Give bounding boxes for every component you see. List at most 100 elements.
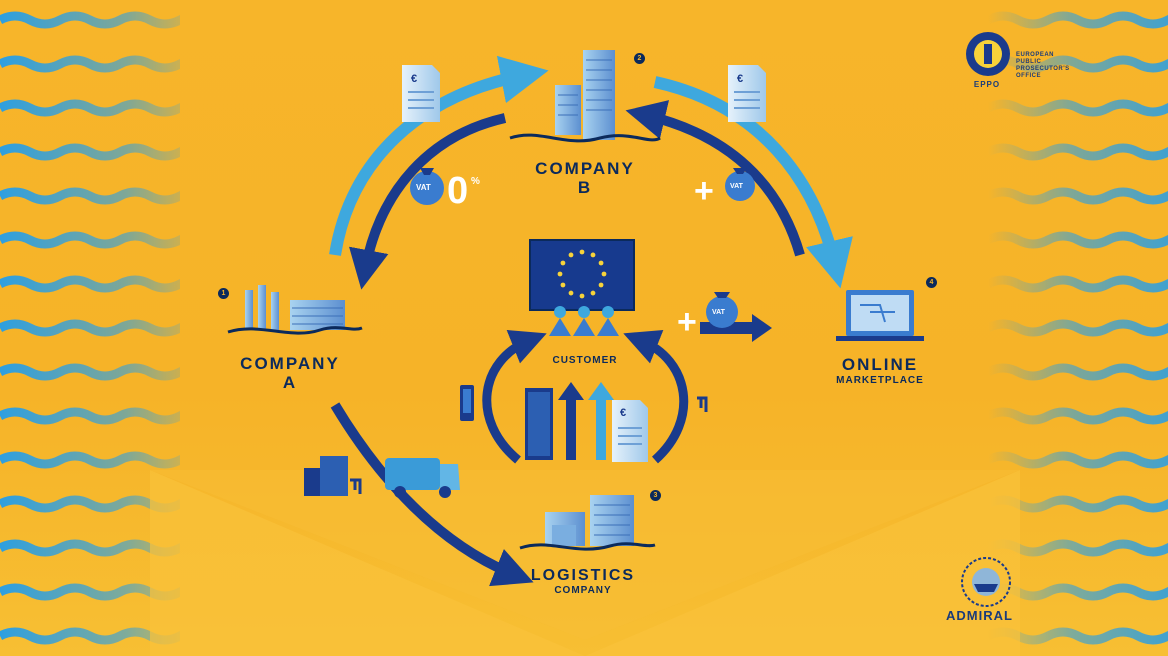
eppo-abbr: EPPO [973,80,1001,89]
eppo-logo: EPPO EUROPEAN PUBLIC PROSECUTOR'S OFFICE [960,30,1100,100]
eu-star [598,282,604,288]
wave-stripe [988,627,1168,645]
arrow-a-to-logistics [330,402,534,587]
wave-stripe [0,231,180,249]
svg-text:€: € [411,73,417,85]
svg-text:0: 0 [447,170,468,212]
arrow-b-to-a [349,113,507,290]
wave-stripe [988,143,1168,161]
wave-stripe [988,11,1168,29]
invoice-document-left: € [402,65,440,122]
eu-star [557,271,563,277]
label-customer: CUSTOMER [552,355,618,366]
laptop-icon [836,290,924,341]
arrow-b-to-marketplace [653,76,853,289]
eu-flag [529,239,635,311]
admiral-emblem-icon [961,557,1011,607]
wave-stripe [988,539,1168,557]
wave-stripe [0,55,180,73]
vat-bag-zero: VAT 0 % [410,168,480,212]
label-company-a: COMPANY A [225,354,355,392]
boxes-icon-truck [304,456,362,496]
arrow-inner-right [623,329,689,464]
eu-star [590,252,596,258]
eu-star [579,293,585,299]
arrow-a-to-b [329,55,549,256]
label-logistics-company: LOGISTICS COMPANY [518,567,648,596]
invoice-document-right: € [728,65,766,122]
eu-star [601,271,607,277]
svg-text:€: € [620,407,626,419]
wave-stripe [0,99,180,117]
svg-text:VAT: VAT [730,183,744,190]
vat-bag-plus-arrow: + VAT [677,292,772,342]
step-number-3: 3 [650,490,661,501]
customer-people-icon [549,306,619,336]
wave-stripe [0,143,180,161]
eu-star [598,260,604,266]
company-b-line2: B [577,177,593,197]
wave-stripe [988,55,1168,73]
wave-stripe [0,407,180,425]
svg-text:€: € [737,73,743,85]
svg-text:VAT: VAT [416,183,431,192]
admiral-logo: ADMIRAL [938,556,1038,636]
eppo-text: EUROPEAN PUBLIC PROSECUTOR'S OFFICE [1016,52,1070,79]
wave-stripe [0,275,180,293]
online-marketplace-line2: MARKETPLACE [836,374,924,386]
online-marketplace-line1: ONLINE [841,355,919,374]
truck-icon [385,458,460,498]
wave-stripe [988,319,1168,337]
step-number-2: 2 [634,53,645,64]
svg-text:VAT: VAT [712,309,726,316]
step-number-4: 4 [926,277,937,288]
admiral-text: ADMIRAL [946,608,1013,623]
wave-stripe [0,11,180,29]
company-b-line1: COMPANY [535,159,635,178]
wave-stripe [0,451,180,469]
company-a-line2: A [282,372,298,392]
boxes-icon-center [525,388,553,460]
wave-stripe [988,451,1168,469]
logistics-line2: COMPANY [554,584,612,596]
eu-star [568,252,574,258]
svg-text:+: + [694,172,714,210]
wave-stripe [0,319,180,337]
eu-star [560,260,566,266]
logistics-building [519,495,656,551]
svg-text:+: + [677,303,697,341]
wave-stripe [0,363,180,381]
company-a-factory [227,285,363,335]
step-number-1: 1 [218,288,229,299]
wave-stripe [988,187,1168,205]
wave-stripe [988,495,1168,513]
label-online-marketplace: ONLINE MARKETPLACE [815,355,945,386]
wave-stripe [0,187,180,205]
wave-stripe [988,407,1168,425]
wave-stripe [988,275,1168,293]
eppo-emblem-icon [966,32,1010,76]
logistics-line1: LOGISTICS [530,567,636,584]
upward-arrows [558,382,614,460]
vat-bag-plus-top: + VAT [694,168,755,210]
arrow-inner-left [482,329,547,464]
tools-icon [697,396,708,412]
wave-stripe [988,231,1168,249]
right-wave-pattern [988,11,1168,645]
eu-star [560,282,566,288]
company-a-line1: COMPANY [240,354,340,373]
invoice-document-center: € [612,400,648,462]
wave-stripe [988,99,1168,117]
phone-icon [460,385,474,421]
label-company-b: COMPANY B [520,159,650,197]
svg-text:%: % [471,176,480,187]
company-b-buildings [509,50,661,143]
eu-star [579,249,585,255]
arrow-marketplace-to-b [625,100,805,257]
eu-star [590,290,596,296]
wave-stripe [988,583,1168,601]
eu-star [568,290,574,296]
